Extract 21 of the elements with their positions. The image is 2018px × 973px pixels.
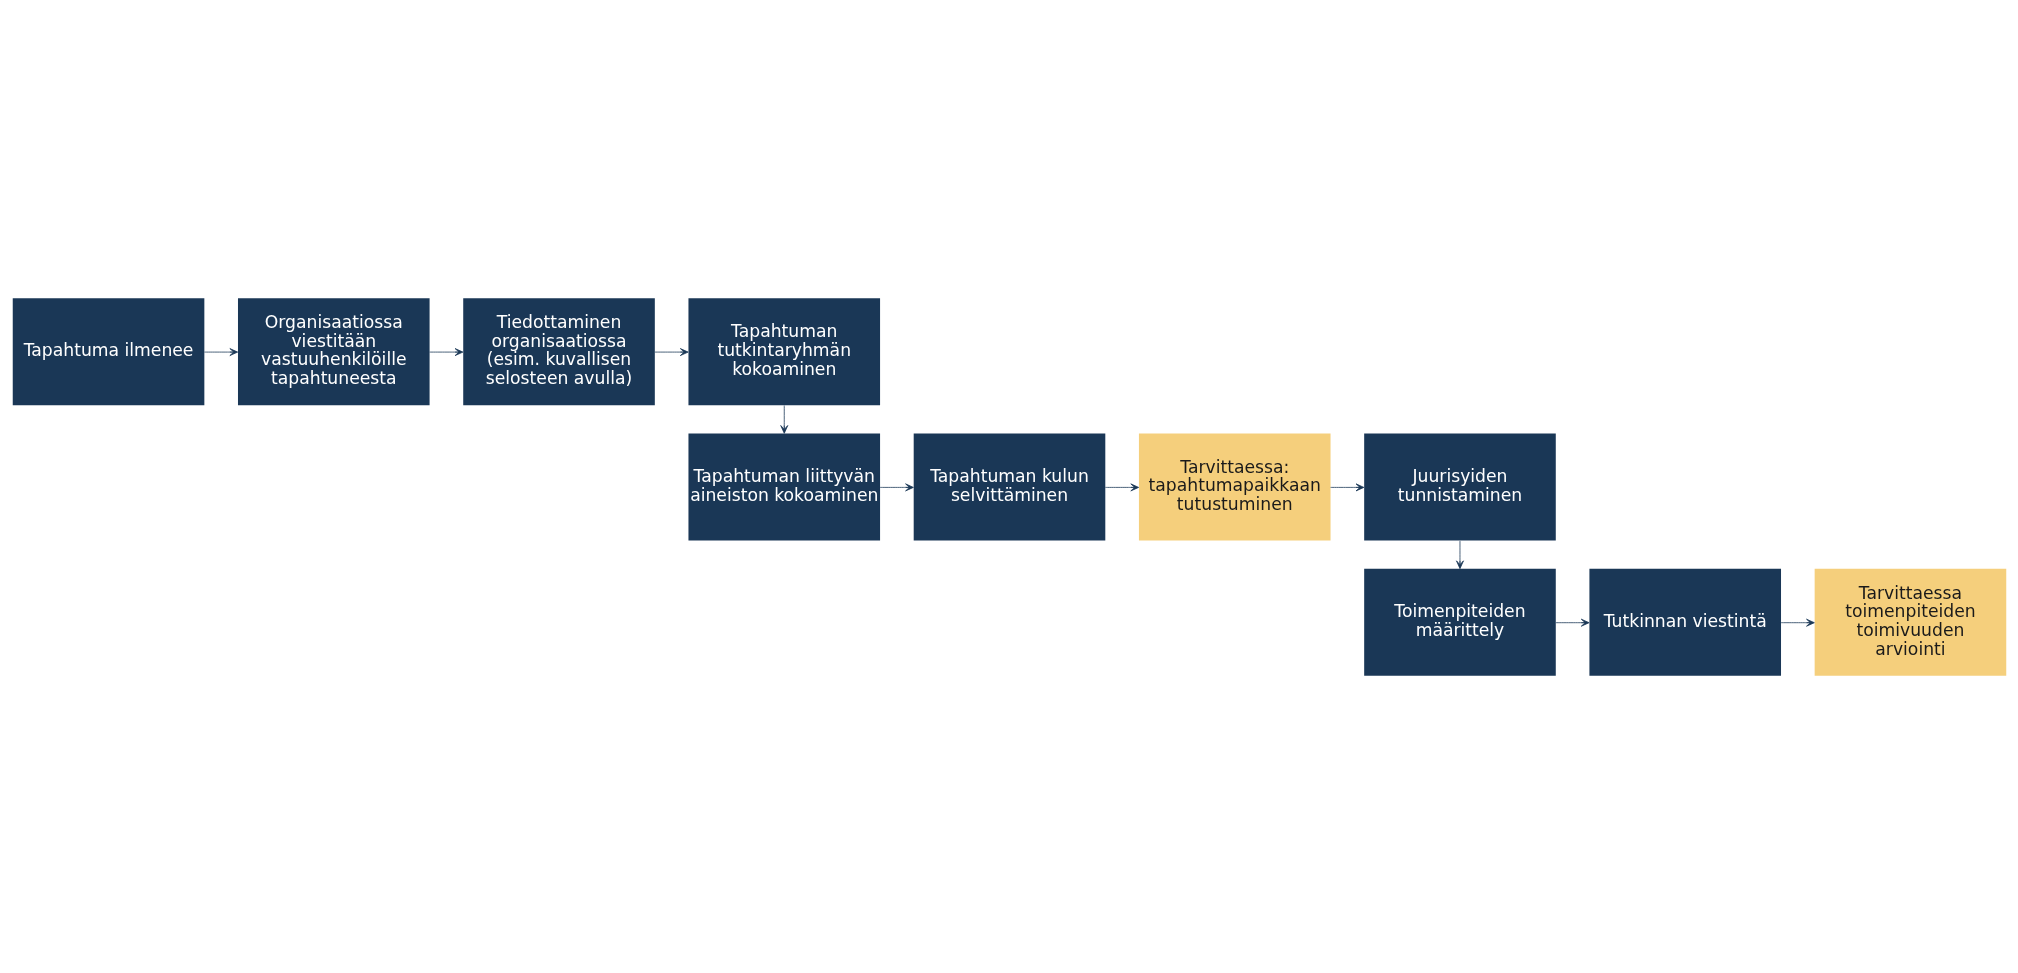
node-box: Juurisyiden tunnistaminen (1363, 432, 1556, 541)
node-box: Tapahtuma ilmenee (12, 297, 204, 405)
arrow (879, 483, 914, 491)
arrow (203, 347, 238, 356)
arrow (1455, 539, 1464, 569)
node-box: Toimenpiteiden määrittely (1363, 568, 1556, 676)
node-box: Tarvittaessa toimenpiteiden toimivuuden arviointi (1814, 568, 2006, 676)
arrow (779, 404, 788, 434)
arrow (1329, 483, 1364, 491)
node-box: Tapahtuman tutkintaryhmän kokoaminen (687, 297, 880, 405)
arrow (1780, 618, 1815, 627)
node-box: Tutkinnan viestintä (1588, 568, 1781, 676)
node-box: Tapahtuman kulun selvittäminen (913, 432, 1105, 541)
node-box: Organisaatiossa viestitään vastuuhenkilöille tapahtuneesta (237, 297, 430, 405)
arrow (654, 347, 689, 356)
arrow (1554, 618, 1589, 627)
arrow (428, 347, 463, 356)
node-box: Tarvittaessa: tapahtumapaikkaan tutustuminen (1138, 432, 1331, 541)
node-box: Tapahtuman liittyvän aineiston kokoaminen (687, 432, 880, 541)
arrow (1104, 483, 1139, 491)
node-box: Tiedottaminen organisaatiossa (esim. kuvallisen selosteen avulla) (462, 297, 655, 405)
